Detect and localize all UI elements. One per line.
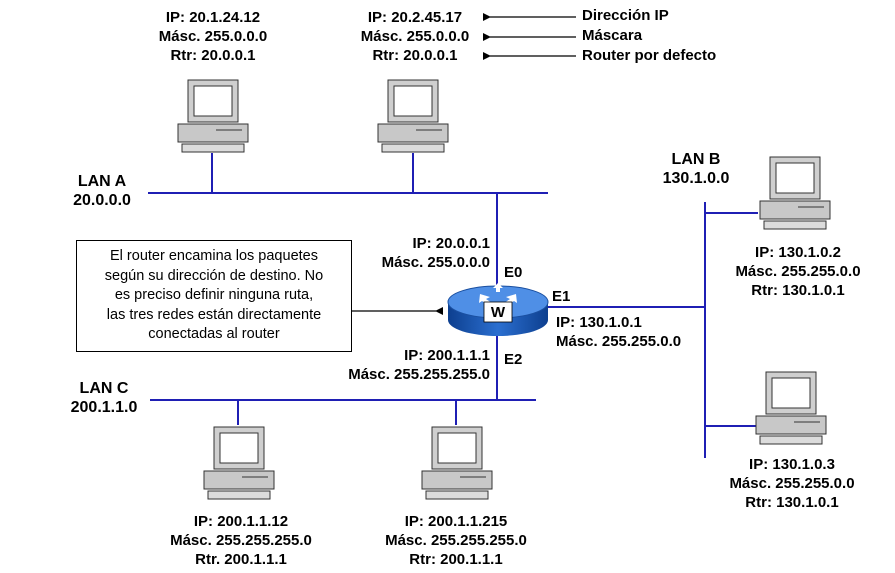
e1-ip: IP: 130.1.0.1 [556,314,642,331]
pc6-mask: Másc. 255.255.255.0 [385,532,527,549]
e1-label: IP: 130.1.0.1 Másc. 255.255.0.0 [556,313,681,351]
e0-mask: Másc. 255.0.0.0 [381,254,490,271]
e0-ip: IP: 20.0.0.1 [412,235,490,252]
pc1-gateway: Rtr: 20.0.0.1 [170,47,256,64]
lan-b-name: LAN B [671,151,721,168]
e2-mask: Másc. 255.255.255.0 [348,366,490,383]
pc6-gateway: Rtr: 200.1.1.1 [409,551,503,568]
pc2-ip: IP: 20.2.45.17 [367,9,463,26]
lan-c-name: LAN C [79,380,129,397]
pc1-ip: IP: 20.1.24.12 [165,9,261,26]
pc3-gateway: Rtr: 130.1.0.1 [751,282,845,299]
pc3-ip: IP: 130.1.0.2 [755,244,841,261]
pc4-label: IP: 130.1.0.3 Másc. 255.255.0.0 Rtr: 130… [712,455,872,512]
computer-icon [377,79,449,153]
pc3-mask: Másc. 255.255.0.0 [735,263,861,280]
pc5-computer [202,425,276,500]
lan-b-label: LAN B 130.1.0.0 [636,150,756,188]
pc6-computer [420,425,494,500]
pc5-ip: IP: 200.1.1.12 [193,513,289,530]
pc5-mask: Másc. 255.255.255.0 [170,532,312,549]
e2-ip: IP: 200.1.1.1 [404,347,490,364]
e1-mask: Másc. 255.255.0.0 [556,333,682,350]
legend-mask: Máscara [582,27,643,44]
lan-c-label: LAN C 200.1.1.0 [54,379,154,417]
pc4-gateway: Rtr: 130.1.0.1 [745,494,839,511]
note-line: conectadas al router [148,326,280,342]
pc2-computer [376,78,450,153]
e2-name: E2 [504,351,523,368]
pc3-computer [758,155,832,230]
note-line: es preciso definir ninguna ruta, [114,287,314,303]
note-line: según su dirección de destino. No [104,267,324,284]
note-box: El router encamina los paquetes según su… [76,240,352,352]
router-w: W [446,280,550,344]
pc1-label: IP: 20.1.24.12 Másc. 255.0.0.0 Rtr: 20.0… [138,8,288,65]
pc4-ip: IP: 130.1.0.3 [749,456,835,473]
computer-icon [759,156,831,230]
pc6-label: IP: 200.1.1.215 Másc. 255.255.255.0 Rtr:… [366,512,546,569]
computer-icon [177,79,249,153]
pc1-mask: Másc. 255.0.0.0 [158,28,268,45]
computer-icon [755,371,827,445]
e1-name: E1 [552,288,571,305]
pc3-label: IP: 130.1.0.2 Másc. 255.255.0.0 Rtr: 130… [718,243,878,300]
pc4-mask: Másc. 255.255.0.0 [729,475,855,492]
computer-icon [203,426,275,500]
lan-c-network: 200.1.1.0 [70,399,138,416]
pc1-computer [176,78,250,153]
e0-label: IP: 20.0.0.1 Másc. 255.0.0.0 [336,234,490,272]
pc6-ip: IP: 200.1.1.215 [404,513,508,530]
legend-gateway: Router por defecto [582,47,717,64]
pc2-mask: Másc. 255.0.0.0 [360,28,470,45]
lan-a-label: LAN A 20.0.0.0 [56,172,148,210]
e0-name: E0 [504,264,523,281]
pc2-label: IP: 20.2.45.17 Másc. 255.0.0.0 Rtr: 20.0… [340,8,490,65]
pc5-gateway: Rtr. 200.1.1.1 [195,551,287,568]
router-name: W [491,304,506,321]
note-line: las tres redes están directamente [106,306,322,323]
lan-b-network: 130.1.0.0 [662,170,730,187]
lan-a-name: LAN A [77,173,127,190]
pc4-computer [754,370,828,445]
pc2-gateway: Rtr: 20.0.0.1 [372,47,458,64]
note-line: El router encamina los paquetes [110,248,318,264]
router-icon: W [447,283,549,336]
legend-ip: Dirección IP [582,7,669,24]
e2-label: IP: 200.1.1.1 Másc. 255.255.255.0 [300,346,490,384]
pc5-label: IP: 200.1.1.12 Másc. 255.255.255.0 Rtr. … [156,512,326,569]
lan-a-network: 20.0.0.0 [73,192,131,209]
computer-icon [421,426,493,500]
